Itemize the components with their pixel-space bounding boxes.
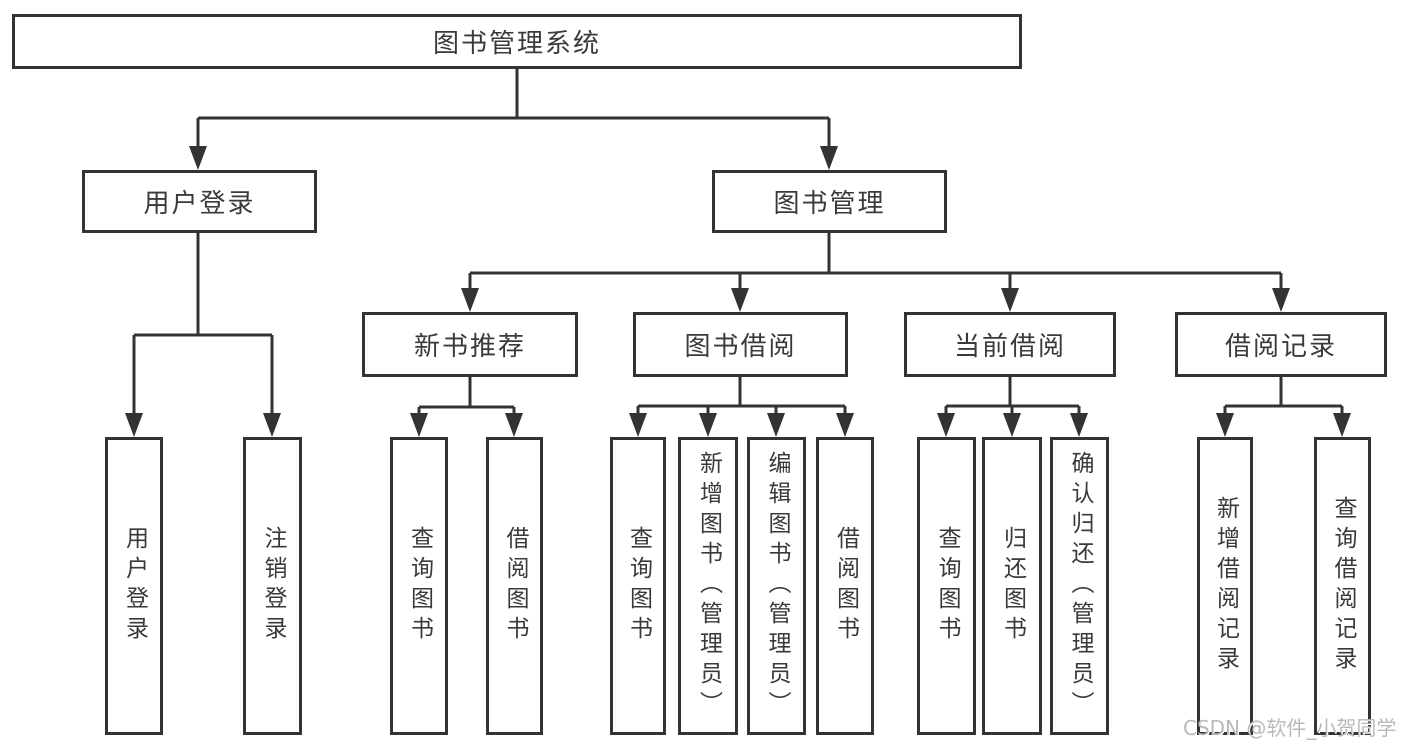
node-library-management-system: 图书管理系统 (12, 14, 1022, 69)
leaf-add-books-admin: 新增图书（管理员） (678, 437, 738, 735)
leaf-add-borrow-record: 新增借阅记录 (1197, 437, 1253, 735)
leaf-return-books: 归还图书 (982, 437, 1042, 735)
leaf-query-books-borrowing: 查询图书 (610, 437, 666, 735)
leaf-logout: 注销登录 (243, 437, 302, 735)
node-new-book-recommendation: 新书推荐 (362, 312, 578, 377)
leaf-borrow-books: 借阅图书 (816, 437, 874, 735)
node-book-borrowing: 图书借阅 (633, 312, 848, 377)
leaf-user-login: 用户登录 (105, 437, 163, 735)
leaf-edit-books-admin: 编辑图书（管理员） (747, 437, 806, 735)
leaf-query-books-current: 查询图书 (917, 437, 976, 735)
node-user-login: 用户登录 (82, 170, 317, 233)
arrow-heads (125, 146, 1351, 437)
node-borrowing-records: 借阅记录 (1175, 312, 1387, 377)
node-current-borrowing: 当前借阅 (904, 312, 1116, 377)
leaf-confirm-return-admin: 确认归还（管理员） (1050, 437, 1109, 735)
leaf-query-books-recommendation: 查询图书 (390, 437, 448, 735)
node-book-management: 图书管理 (712, 170, 947, 233)
leaf-query-borrow-record: 查询借阅记录 (1314, 437, 1371, 735)
csdn-watermark: CSDN @软件_小贺同学 (1183, 716, 1397, 740)
leaf-borrow-books-recommendation: 借阅图书 (486, 437, 543, 735)
